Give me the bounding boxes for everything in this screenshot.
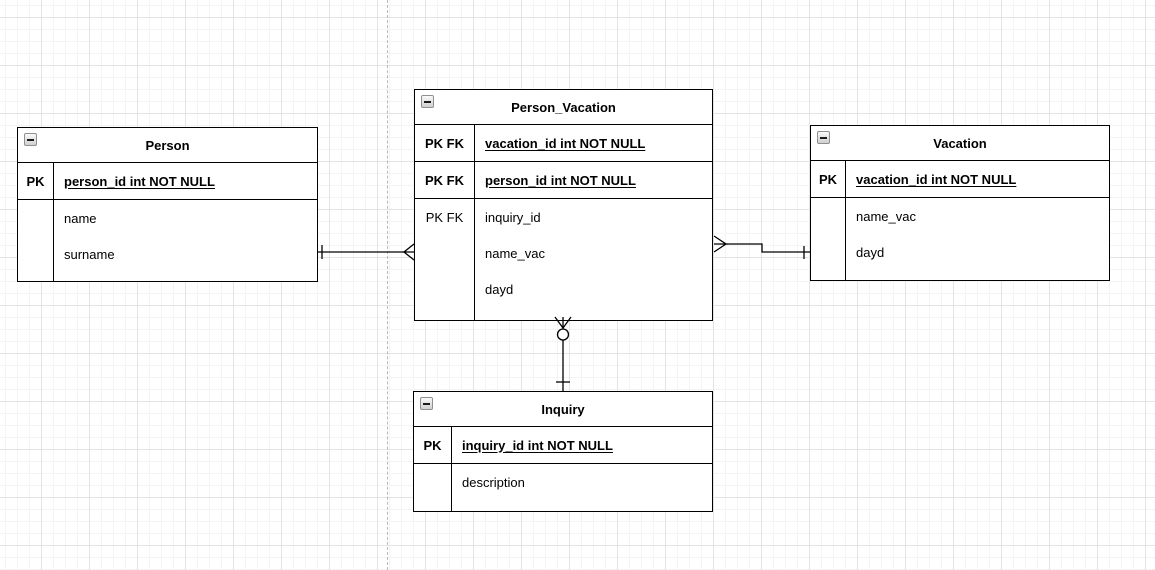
table-row[interactable]: PK vacation_id int NOT NULL bbox=[811, 161, 1109, 198]
row-key-label: PK FK bbox=[415, 125, 475, 161]
row-attribute[interactable]: dayd bbox=[485, 281, 514, 297]
row-attribute: vacation_id int NOT NULL bbox=[485, 135, 646, 151]
minus-glyph bbox=[820, 136, 827, 139]
edge-person-personvacation[interactable] bbox=[318, 243, 415, 261]
edge-line bbox=[726, 243, 810, 253]
table-title: Inquiry bbox=[541, 401, 585, 417]
entity-table-inquiry[interactable]: Inquiry PK inquiry_id int NOT NULL descr… bbox=[413, 391, 713, 512]
entity-table-person[interactable]: Person PK person_id int NOT NULL name su… bbox=[17, 127, 318, 282]
row-key-label: PK bbox=[414, 427, 452, 463]
row-key-label: PK bbox=[811, 161, 846, 197]
zero-circle-icon bbox=[556, 328, 570, 341]
row-attribute[interactable]: inquiry_id bbox=[485, 209, 541, 225]
row-attribute: inquiry_id int NOT NULL bbox=[462, 437, 613, 453]
page-break-line bbox=[387, 0, 388, 570]
table-row[interactable]: PK FK vacation_id int NOT NULL bbox=[415, 125, 712, 162]
row-attribute: vacation_id int NOT NULL bbox=[856, 171, 1017, 187]
row-key-label: PK FK bbox=[415, 162, 475, 198]
collapse-minus-icon[interactable] bbox=[817, 131, 830, 144]
table-title: Person_Vacation bbox=[511, 99, 616, 115]
edge-personvacation-vacation[interactable] bbox=[713, 235, 810, 259]
key-column bbox=[414, 464, 452, 511]
key-column: PK FK bbox=[415, 199, 475, 320]
edge-personvacation-inquiry[interactable] bbox=[554, 316, 572, 391]
table-body-section: name_vac dayd bbox=[811, 198, 1109, 280]
table-title: Person bbox=[145, 137, 190, 153]
key-column bbox=[18, 200, 54, 281]
row-attribute[interactable]: description bbox=[462, 474, 525, 490]
row-attribute[interactable]: name bbox=[64, 210, 97, 226]
table-header: Person bbox=[18, 128, 317, 163]
row-attribute[interactable]: dayd bbox=[856, 244, 885, 260]
collapse-minus-icon[interactable] bbox=[420, 397, 433, 410]
table-header: Vacation bbox=[811, 126, 1109, 161]
crowsfoot-many-icon bbox=[713, 235, 729, 253]
table-header: Person_Vacation bbox=[415, 90, 712, 125]
collapse-minus-icon[interactable] bbox=[421, 95, 434, 108]
crowsfoot-many-icon bbox=[402, 243, 415, 261]
row-attribute: person_id int NOT NULL bbox=[64, 173, 215, 189]
row-attribute[interactable]: name_vac bbox=[485, 245, 545, 261]
table-body-section: PK FK inquiry_id name_vac dayd bbox=[415, 199, 712, 320]
table-body-section: name surname bbox=[18, 200, 317, 281]
minus-glyph bbox=[423, 402, 430, 405]
table-body-section: description bbox=[414, 464, 712, 511]
minus-glyph bbox=[27, 138, 34, 141]
table-row[interactable]: PK person_id int NOT NULL bbox=[18, 163, 317, 200]
row-attribute: person_id int NOT NULL bbox=[485, 172, 636, 188]
table-title: Vacation bbox=[933, 135, 987, 151]
row-attribute[interactable]: surname bbox=[64, 246, 115, 262]
key-column bbox=[811, 198, 846, 280]
minus-glyph bbox=[424, 100, 431, 103]
table-row[interactable]: PK FK person_id int NOT NULL bbox=[415, 162, 712, 199]
entity-table-vacation[interactable]: Vacation PK vacation_id int NOT NULL nam… bbox=[810, 125, 1110, 281]
row-attribute[interactable]: name_vac bbox=[856, 208, 916, 224]
table-row[interactable]: PK inquiry_id int NOT NULL bbox=[414, 427, 712, 464]
table-header: Inquiry bbox=[414, 392, 712, 427]
collapse-minus-icon[interactable] bbox=[24, 133, 37, 146]
row-key-label: PK FK bbox=[425, 209, 464, 225]
entity-table-person-vacation[interactable]: Person_Vacation PK FK vacation_id int NO… bbox=[414, 89, 713, 321]
row-key-label: PK bbox=[18, 163, 54, 199]
